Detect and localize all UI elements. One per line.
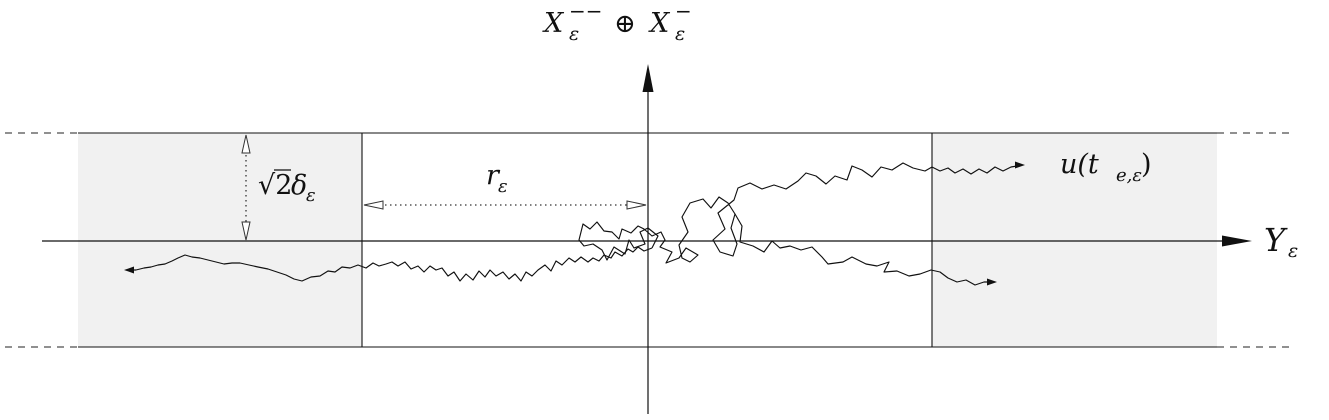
vertical-axis-label-second-sub: ε [675,23,685,45]
vertical-axis-label-second: X [648,8,671,39]
delta-label-sub: ε [306,185,316,206]
trajectory-label-sub: e,ε [1116,165,1142,186]
shaded-region-left [78,133,362,347]
path-end-arrow-lower-right [987,278,997,286]
oplus-symbol: ⊕ [614,9,636,39]
sqrt-two-label: √2 [258,170,292,201]
delta-arrowhead-bottom [241,221,251,241]
vertical-axis-arrowhead [642,64,654,92]
horizontal-axis-arrowhead [1222,235,1252,247]
vertical-axis-label-first: X [542,8,565,39]
random-path-upper-right [578,162,1018,264]
random-path-left [130,246,653,282]
trajectory-label: u(t [1060,149,1099,180]
delta-label: δ [291,170,307,201]
radius-arrowhead-left [363,200,384,210]
vertical-axis-label-first-sub: ε [569,23,579,45]
vertical-axis-label-first-sup: −− [569,0,603,23]
trajectory-label-close: ) [1141,149,1152,180]
radius-label: r [486,160,501,191]
radius-label-sub: ε [498,176,508,197]
vertical-axis-label-second-sup: − [675,0,692,23]
radius-arrowhead-right [626,200,647,210]
horizontal-axis-label-sub: ε [1288,240,1298,262]
horizontal-axis-label: Y [1264,221,1288,259]
path-end-arrow-upper-right [1015,161,1025,169]
delta-arrowhead-top [241,134,251,154]
path-end-arrow-left [124,266,134,274]
random-path-lower-right [734,213,989,286]
